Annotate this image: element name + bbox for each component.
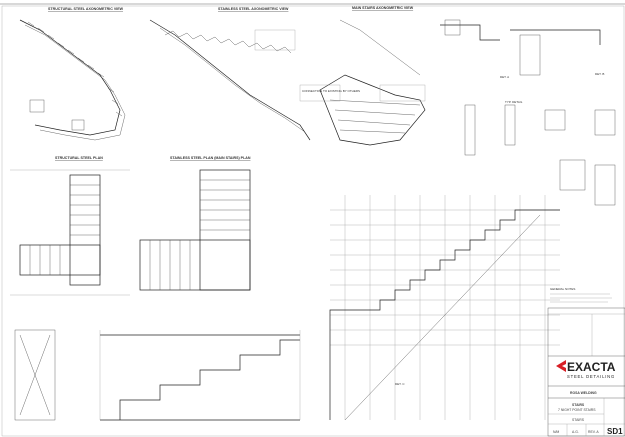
exacta-logo-mark — [556, 360, 566, 372]
iso-structural-stair — [19, 19, 126, 141]
client-name: ROSA WELDING — [570, 391, 597, 395]
drawing-title: STAIRS — [572, 418, 585, 422]
plan-structural — [10, 169, 130, 296]
plan-stainless — [139, 169, 251, 291]
checked-by: A.G. — [572, 430, 579, 434]
project-name: STAIRS — [572, 403, 585, 407]
title-block: EXACTA STEEL DETAILING ROSA WELDING STAI… — [547, 307, 625, 437]
iso-main-stair: CONNECTION TO EXISTING BY OTHERS — [299, 19, 426, 146]
elevations-bottom — [14, 329, 301, 421]
view-title-plan-structural: STRUCTURAL STEEL PLAN — [55, 156, 103, 160]
det-b-label: DET. B — [595, 72, 604, 76]
view-title-iso-stainless: STAINLESS STEEL AXONOMETRIC VIEW — [218, 7, 289, 11]
view-title-plan-stainless: STAINLESS STEEL PLAN (MAIN STAIRS) PLAN — [170, 156, 251, 160]
typ-detail-label: TYP. DETAIL — [505, 100, 523, 104]
view-title-iso-structural: STRUCTURAL STEEL AXONOMETRIC VIEW — [48, 7, 124, 11]
det-c-label: DET. C — [395, 382, 405, 386]
brand-sub: STEEL DETAILING — [567, 374, 615, 379]
sheet-number: SD1 — [607, 427, 623, 436]
general-notes-title: GENERAL NOTES — [550, 287, 575, 291]
details-top-right: DET. A DET. B TYP. DETAIL — [440, 19, 616, 206]
drawn-by: N/M — [553, 430, 559, 434]
iso-stainless-stair — [149, 19, 311, 141]
project-sub: 7 NIGHT POINT STAIRS — [558, 408, 596, 412]
connection-note: CONNECTION TO EXISTING BY OTHERS — [302, 89, 360, 93]
view-title-iso-main: MAIN STAIRS AXONOMETRIC VIEW — [352, 6, 414, 10]
section-stair: DET. C — [329, 195, 560, 421]
revision: REV. A — [588, 430, 599, 434]
brand-name: EXACTA — [567, 360, 616, 374]
det-a-label: DET. A — [500, 75, 509, 79]
